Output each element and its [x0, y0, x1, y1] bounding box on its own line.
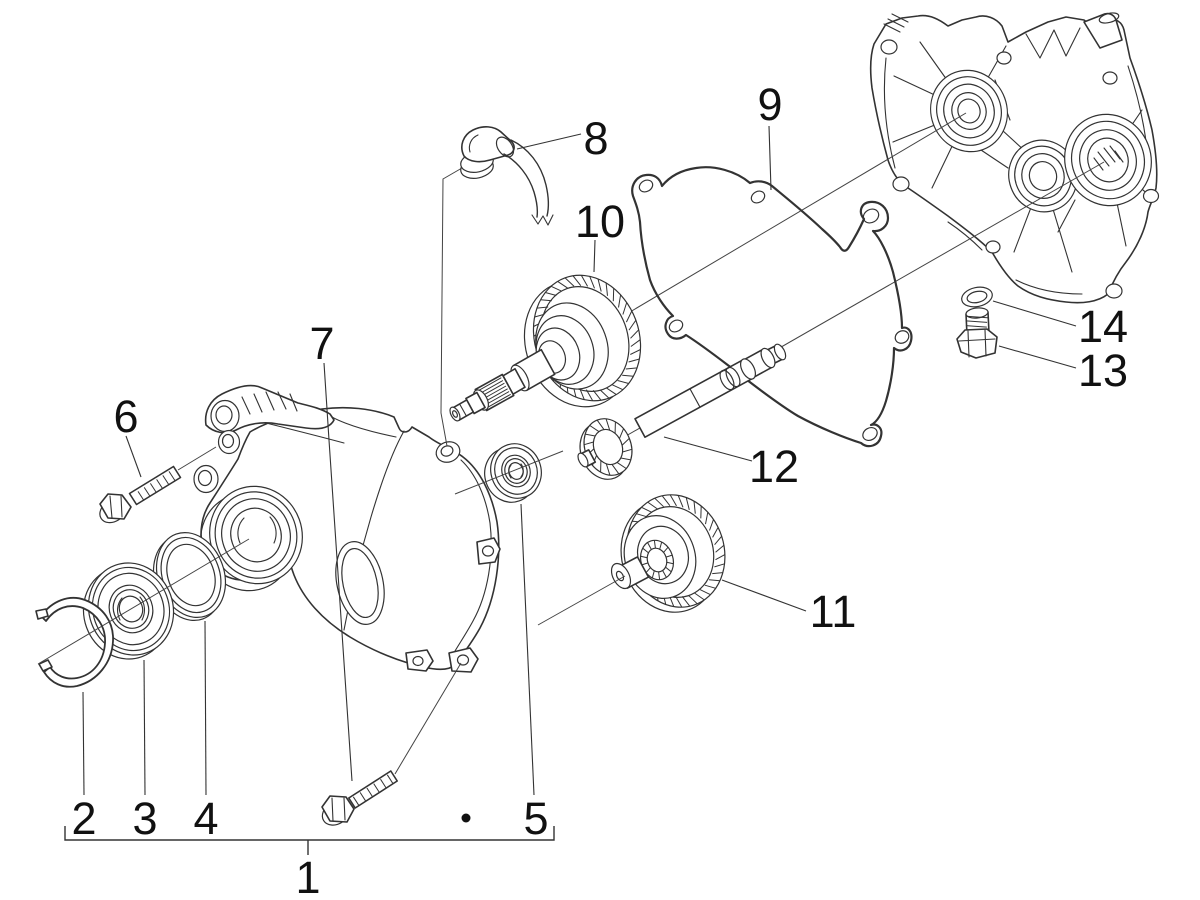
output-shaft	[577, 343, 787, 480]
bolt-7	[321, 770, 398, 826]
circlip	[35, 596, 114, 688]
crankcase-bearing-boss-center	[1008, 139, 1078, 213]
reduction-cover	[193, 384, 501, 673]
leader-2	[82, 691, 85, 796]
drain-plug-bolt	[956, 307, 998, 359]
callout-1: 1	[295, 852, 320, 900]
callout-14: 14	[1078, 301, 1128, 352]
leader-13	[998, 345, 1077, 369]
crankcase-bearing-boss-output	[1064, 113, 1152, 207]
bolt-6-line	[177, 446, 217, 471]
breather-position-line	[440, 167, 463, 447]
callout-10: 10	[575, 196, 625, 247]
axis-seal-bearing-circlip	[37, 538, 250, 665]
output-shaft-pinion	[577, 418, 633, 480]
callout-2: 2	[71, 793, 96, 844]
gasket-bolt-holes	[638, 179, 910, 442]
breather-fitting	[440, 126, 554, 447]
leader-4	[204, 620, 207, 796]
assembly-lines	[37, 446, 626, 775]
callout-4: 4	[193, 793, 218, 844]
bearing-5	[484, 443, 542, 503]
leader-9	[768, 125, 772, 191]
cover-rim-lugs	[405, 537, 501, 673]
crankcase-half	[869, 12, 1160, 304]
callout-6: 6	[113, 391, 138, 442]
leader-lines	[82, 125, 1077, 796]
axis-bearing-5	[454, 450, 564, 495]
seal-ring	[153, 531, 226, 622]
included-item-dot	[461, 813, 471, 823]
cover-main-bore	[200, 485, 303, 592]
driven-gear	[610, 494, 726, 613]
crankcase-bearing-boss-upper	[930, 69, 1008, 153]
group-bracket	[64, 813, 555, 855]
cover-breather-ear	[435, 441, 461, 463]
leader-3	[143, 659, 146, 796]
callout-12: 12	[749, 441, 799, 492]
callout-numbers: 1 2 3 4 5 6 7 8 9 10 11 12 13 14	[71, 79, 1128, 900]
callout-8: 8	[583, 113, 608, 164]
leader-14	[992, 300, 1077, 327]
sealing-washer	[961, 286, 993, 308]
crankcase-bolt-holes	[880, 39, 1160, 299]
callout-11: 11	[810, 586, 857, 637]
leader-7	[323, 362, 353, 782]
axis-driven-gear	[537, 575, 626, 626]
leader-12	[663, 436, 753, 462]
leader-8	[516, 133, 582, 150]
leader-10	[593, 239, 596, 273]
gasket	[631, 166, 913, 448]
callout-7: 7	[309, 318, 334, 369]
input-gear-shaft	[449, 274, 642, 422]
leader-6	[125, 435, 142, 478]
callout-3: 3	[132, 793, 157, 844]
leader-11	[721, 579, 807, 612]
bolt-6	[99, 465, 182, 524]
bolt-7-line	[394, 662, 462, 775]
callout-13: 13	[1078, 345, 1128, 396]
callout-5: 5	[523, 793, 548, 844]
cover-mounting-arm	[193, 384, 335, 494]
callout-9: 9	[757, 79, 782, 130]
leader-5	[520, 503, 535, 796]
